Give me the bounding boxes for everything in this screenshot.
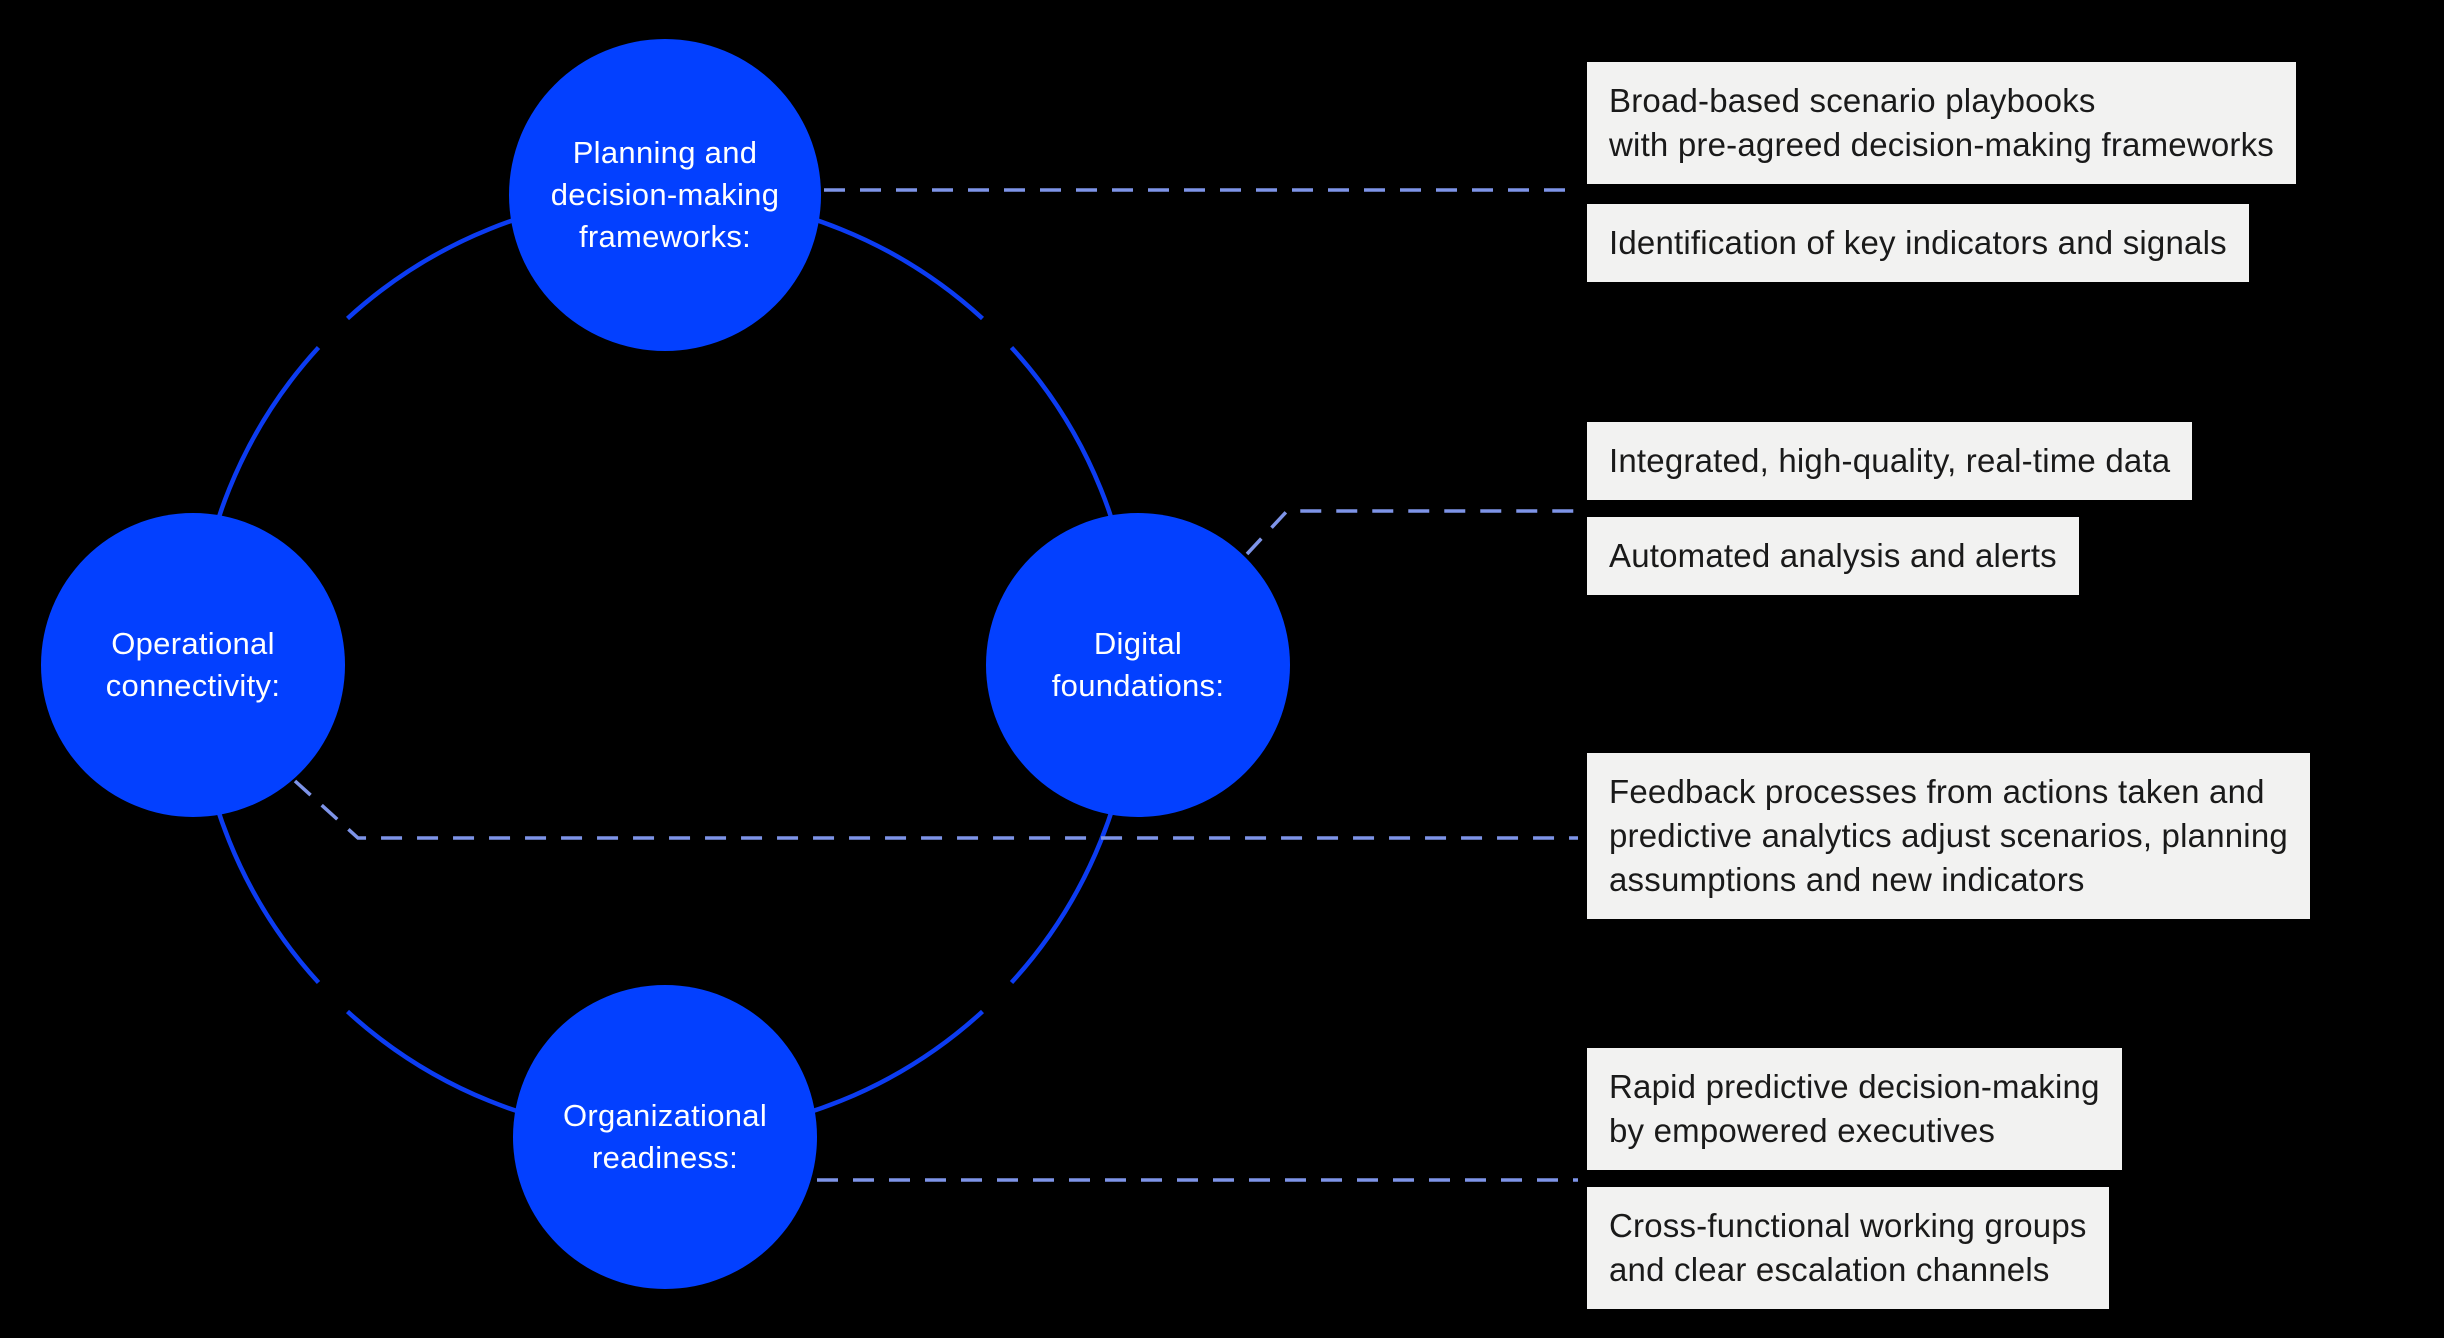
- note-planning-indicators: Identification of key indicators and sig…: [1587, 204, 2249, 282]
- note-planning-playbooks: Broad-based scenario playbooks with pre-…: [1587, 62, 2296, 184]
- node-digital: Digital foundations:: [986, 513, 1290, 817]
- connector-digital: [1245, 509, 1578, 556]
- node-organizational: Organizational readiness:: [513, 985, 817, 1289]
- node-planning: Planning and decision-making frameworks:: [509, 39, 821, 351]
- connector-operational: [293, 779, 1578, 840]
- node-organizational-label: Organizational readiness:: [562, 1098, 768, 1175]
- node-digital-label: Digital foundations:: [1051, 626, 1225, 703]
- note-digital-data: Integrated, high-quality, real-time data: [1587, 422, 2193, 500]
- node-operational-label: Operational connectivity:: [105, 626, 281, 703]
- note-digital-alerts: Automated analysis and alerts: [1587, 517, 2079, 595]
- note-operational-feedback: Feedback processes from actions taken an…: [1587, 753, 2310, 919]
- node-operational: Operational connectivity:: [41, 513, 345, 817]
- note-organizational-groups: Cross-functional working groups and clea…: [1587, 1187, 2109, 1309]
- note-organizational-decisions: Rapid predictive decision-making by empo…: [1587, 1048, 2122, 1170]
- node-planning-label: Planning and decision-making frameworks:: [550, 135, 780, 254]
